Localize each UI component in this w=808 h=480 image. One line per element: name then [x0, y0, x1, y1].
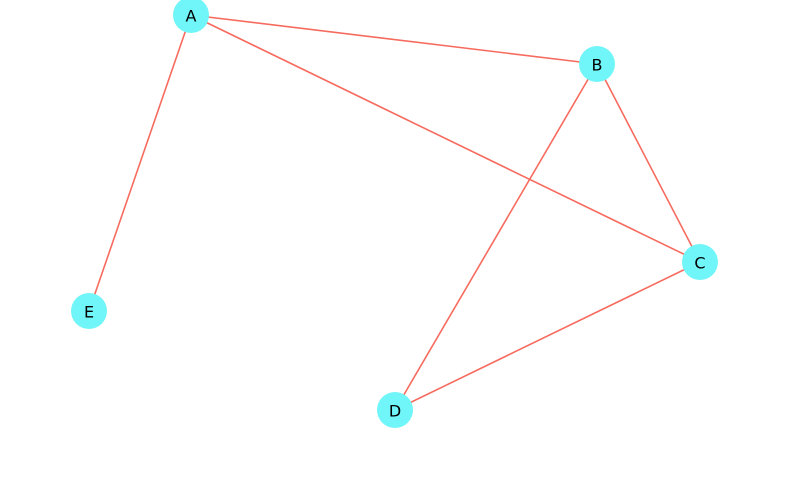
node-circle	[579, 46, 615, 82]
edge-a-e	[88, 14, 192, 312]
node-e: E	[71, 293, 107, 329]
edge-a-b	[190, 14, 598, 65]
node-circle	[377, 392, 413, 428]
node-label: A	[186, 7, 197, 26]
node-label: D	[389, 402, 401, 421]
edge-b-c	[596, 63, 701, 263]
node-d: D	[377, 392, 413, 428]
node-circle	[71, 293, 107, 329]
node-a: A	[173, 0, 209, 33]
edge-a-c	[190, 14, 701, 263]
node-circle	[682, 244, 718, 280]
node-label: C	[694, 254, 705, 273]
node-c: C	[682, 244, 718, 280]
edge-b-d	[394, 63, 598, 411]
node-b: B	[579, 46, 615, 82]
node-label: E	[84, 303, 94, 322]
node-circle	[173, 0, 209, 33]
edge-c-d	[394, 261, 701, 411]
nodes-layer: A B C D E	[71, 0, 718, 428]
edges-layer	[88, 14, 701, 411]
node-label: B	[592, 56, 603, 75]
